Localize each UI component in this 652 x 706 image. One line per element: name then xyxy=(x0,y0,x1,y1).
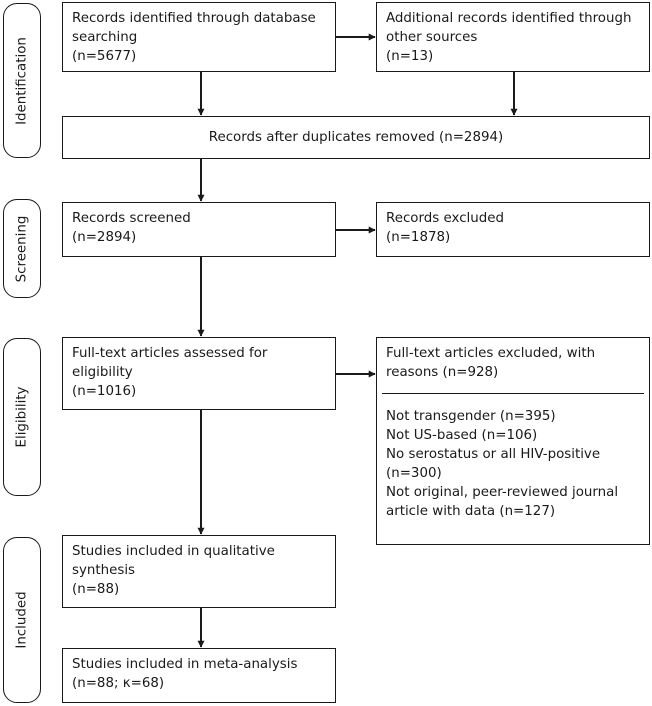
box-duplicates-removed: Records after duplicates removed (n=2894… xyxy=(62,116,650,159)
stage-eligibility: Eligibility xyxy=(3,338,41,496)
box-fulltext-excluded-divider xyxy=(382,393,644,394)
box-records-screened-line-2: (n=2894) xyxy=(72,230,137,245)
reason-not-us-based: Not US-based (n=106) xyxy=(386,428,538,443)
box-database-search-line-3: (n=5677) xyxy=(72,49,137,64)
box-other-sources-line-2: other sources xyxy=(386,30,478,45)
box-meta-analysis: Studies included in meta-analysis (n=88;… xyxy=(62,648,336,703)
reason-no-serostatus-count: (n=300) xyxy=(386,466,442,481)
box-meta-analysis-line-1: Studies included in meta-analysis xyxy=(72,657,298,672)
box-records-screened: Records screened (n=2894) xyxy=(62,202,336,257)
box-qualitative-synthesis-line-1: Studies included in qualitative xyxy=(72,544,275,559)
box-fulltext-assessed-line-3: (n=1016) xyxy=(72,384,137,399)
box-database-search-line-1: Records identified through database xyxy=(72,11,316,26)
reason-not-original-count: article with data (n=127) xyxy=(386,504,556,519)
box-records-excluded: Records excluded (n=1878) xyxy=(376,202,650,257)
box-qualitative-synthesis-line-3: (n=88) xyxy=(72,582,120,597)
box-records-screened-line-1: Records screened xyxy=(72,211,191,226)
reason-not-transgender: Not transgender (n=395) xyxy=(386,409,556,424)
stage-identification: Identification xyxy=(3,3,41,158)
box-other-sources-line-3: (n=13) xyxy=(386,49,434,64)
box-qualitative-synthesis-line-2: synthesis xyxy=(72,563,136,578)
box-records-excluded-line-2: (n=1878) xyxy=(386,230,451,245)
box-records-excluded-line-1: Records excluded xyxy=(386,211,504,226)
stage-included: Included xyxy=(3,537,41,703)
box-duplicates-removed-text: Records after duplicates removed (n=2894… xyxy=(208,130,504,145)
reason-no-serostatus: No serostatus or all HIV-positive xyxy=(386,447,601,462)
box-fulltext-assessed-line-2: eligibility xyxy=(72,365,133,380)
reason-not-original: Not original, peer-reviewed journal xyxy=(386,485,619,500)
box-database-search: Records identified through database sear… xyxy=(62,2,336,72)
box-fulltext-excluded-header-2: reasons (n=928) xyxy=(386,365,499,380)
box-other-sources: Additional records identified through ot… xyxy=(376,2,650,72)
box-fulltext-excluded-header-1: Full-text articles excluded, with xyxy=(386,346,596,361)
box-fulltext-assessed-line-1: Full-text articles assessed for xyxy=(72,346,268,361)
box-database-search-line-2: searching xyxy=(72,30,138,45)
box-fulltext-assessed: Full-text articles assessed for eligibil… xyxy=(62,337,336,410)
box-fulltext-excluded: Full-text articles excluded, with reason… xyxy=(376,337,650,545)
box-qualitative-synthesis: Studies included in qualitative synthesi… xyxy=(62,535,336,608)
box-other-sources-line-1: Additional records identified through xyxy=(386,11,632,26)
stage-screening: Screening xyxy=(3,199,41,298)
box-meta-analysis-line-2: (n=88; κ=68) xyxy=(72,676,165,691)
